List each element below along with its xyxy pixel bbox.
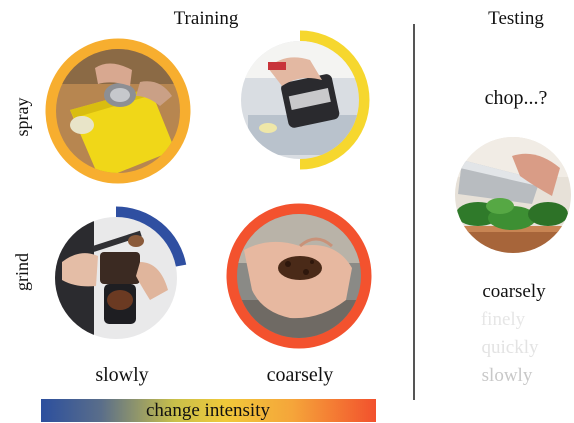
- colorbar-label: change intensity: [146, 400, 270, 421]
- change-intensity-colorbar: [41, 399, 376, 422]
- option-coarsely: coarsely: [482, 281, 546, 302]
- column-label-coarsely: coarsely: [266, 364, 334, 386]
- photo-testing-chop: [455, 137, 571, 253]
- ring-grind-slowly: [115, 206, 187, 267]
- photo-grind-coarsely: [237, 214, 361, 338]
- training-header: Training: [173, 8, 239, 29]
- photo-grind-slowly: [55, 217, 177, 339]
- testing-header: Testing: [488, 8, 544, 29]
- option-quickly: quickly: [481, 337, 539, 358]
- column-label-slowly: slowly: [95, 364, 149, 386]
- photo-spray-coarsely: [241, 41, 359, 159]
- ring-spray-slowly: [45, 38, 191, 184]
- section-divider: [413, 24, 415, 400]
- option-finely: finely: [480, 309, 526, 330]
- option-slowly: slowly: [481, 365, 533, 386]
- ring-grind-coarsely: [226, 203, 372, 349]
- ring-spray-coarsely: [299, 30, 370, 170]
- testing-query: chop...?: [484, 87, 548, 109]
